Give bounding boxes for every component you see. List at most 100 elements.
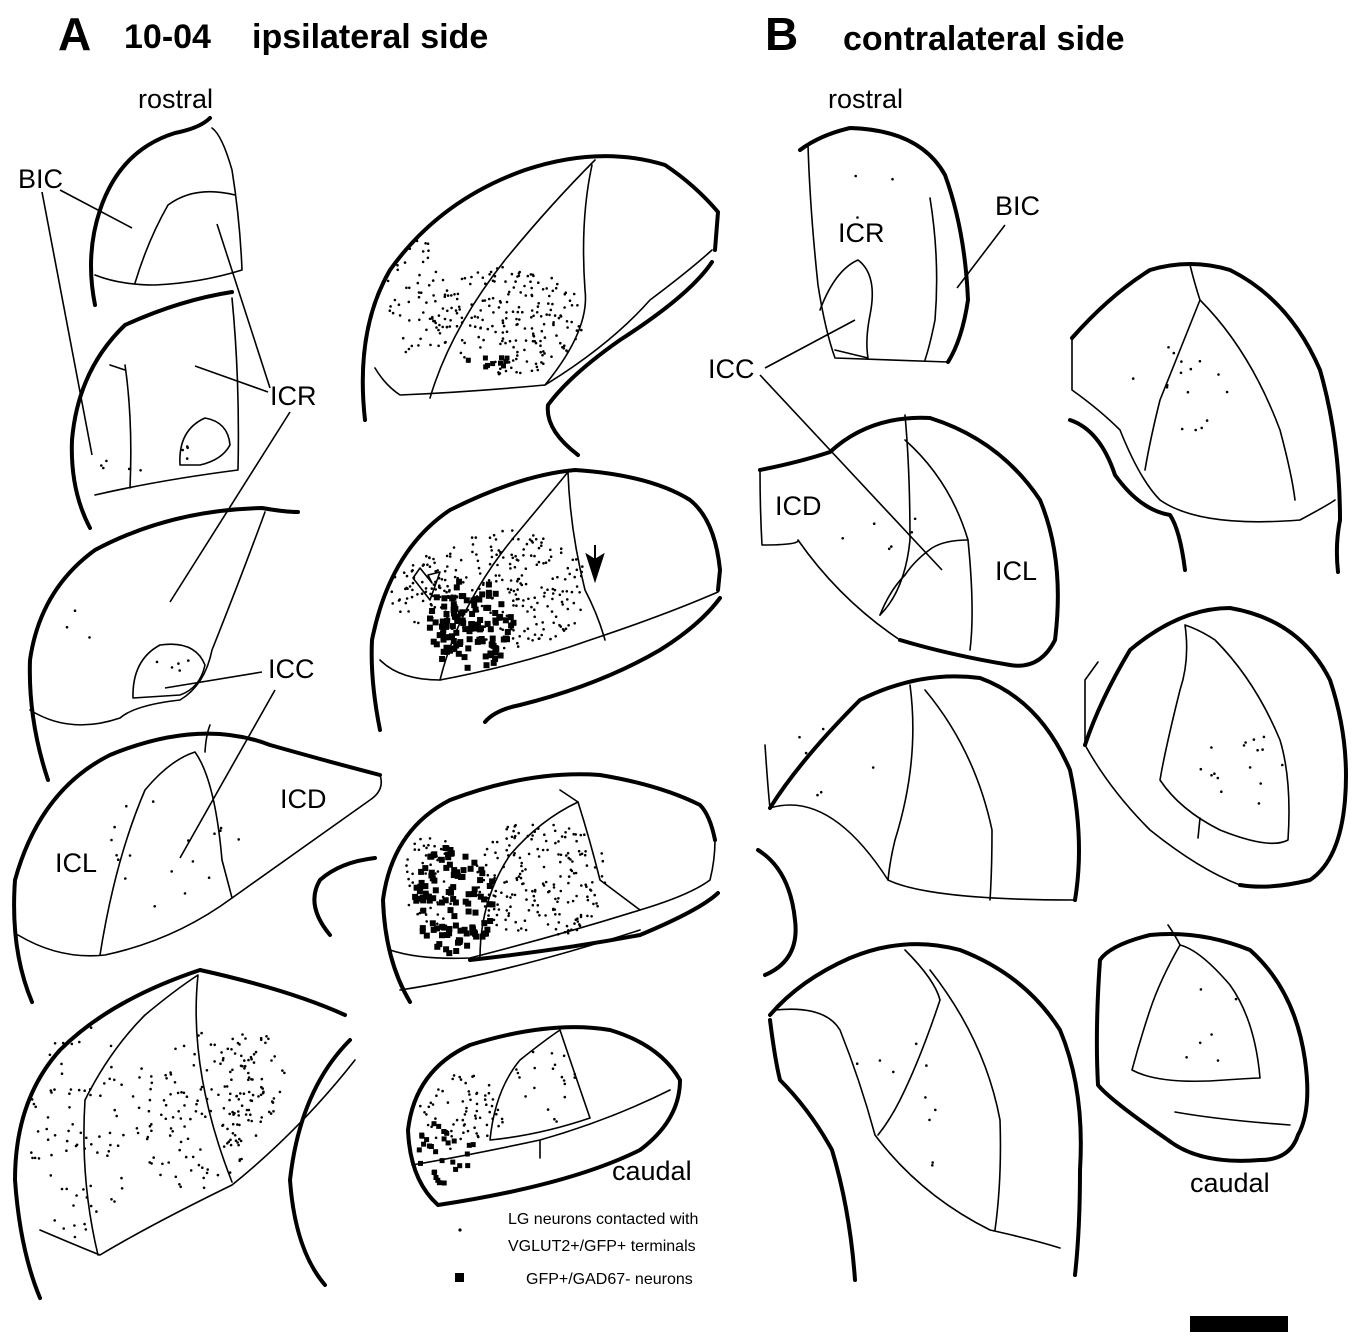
- lg-neuron-marker: [149, 1099, 152, 1102]
- lg-neuron-marker: [1210, 746, 1213, 749]
- lg-neuron-marker: [1261, 748, 1264, 751]
- panel-a-title: ipsilateral side: [252, 18, 488, 56]
- lg-neuron-marker: [195, 1110, 198, 1113]
- lg-neuron-marker: [435, 271, 438, 274]
- lg-neuron-marker: [450, 888, 453, 891]
- lg-neuron-marker: [560, 854, 563, 857]
- lg-neuron-marker: [453, 293, 456, 296]
- lg-neuron-marker: [33, 1103, 36, 1106]
- lg-neuron-marker: [484, 299, 487, 302]
- lg-neuron-marker: [456, 298, 459, 301]
- gfp-gad67-neuron-marker: [440, 1158, 445, 1163]
- lg-neuron-marker: [514, 894, 517, 897]
- lg-neuron-marker: [206, 1098, 209, 1101]
- lg-neuron-marker: [517, 538, 520, 541]
- gfp-gad67-neuron-marker: [433, 887, 439, 893]
- lg-neuron-marker: [564, 831, 567, 834]
- lg-neuron-marker: [537, 302, 540, 305]
- lg-neuron-marker: [440, 848, 443, 851]
- a-bic-label: BIC: [18, 164, 63, 194]
- lg-neuron-marker: [1185, 1056, 1188, 1059]
- lg-neuron-marker: [428, 1106, 431, 1109]
- lg-neuron-marker: [532, 904, 535, 907]
- lg-neuron-marker: [398, 303, 401, 306]
- lg-neuron-marker: [1190, 368, 1193, 371]
- lg-neuron-marker: [493, 534, 496, 537]
- lg-neuron-marker: [49, 1054, 52, 1057]
- lg-neuron-marker: [554, 842, 557, 845]
- lg-neuron-marker: [578, 325, 581, 328]
- lg-neuron-marker: [532, 340, 535, 343]
- gfp-gad67-neuron-marker: [420, 1134, 425, 1139]
- lg-neuron-marker: [570, 321, 573, 324]
- lg-neuron-marker: [502, 322, 505, 325]
- lg-neuron-marker: [246, 1109, 249, 1112]
- lg-neuron-marker: [547, 302, 550, 305]
- gfp-gad67-neuron-marker: [443, 946, 449, 952]
- lg-neuron-marker: [444, 570, 447, 573]
- lg-neuron-marker: [478, 637, 481, 640]
- lg-neuron-marker: [231, 1069, 234, 1072]
- lg-neuron-marker: [854, 175, 857, 178]
- lg-neuron-marker: [552, 1067, 555, 1070]
- lg-neuron-marker: [425, 913, 428, 916]
- lg-neuron-marker: [568, 827, 571, 830]
- lg-neuron-marker: [448, 589, 451, 592]
- lg-neuron-marker: [169, 1093, 172, 1096]
- b-bic-label: BIC: [995, 191, 1040, 221]
- lg-neuron-marker: [566, 598, 569, 601]
- gfp-gad67-neuron-marker: [427, 625, 433, 631]
- lg-neuron-marker: [240, 1055, 243, 1058]
- lg-neuron-marker: [531, 295, 534, 298]
- lg-neuron-marker: [265, 1035, 268, 1038]
- lg-neuron-marker: [541, 354, 544, 357]
- lg-neuron-marker: [805, 752, 808, 755]
- gfp-gad67-neuron-marker: [413, 898, 419, 904]
- lg-neuron-marker: [110, 1045, 113, 1048]
- lg-neuron-marker: [433, 562, 436, 565]
- lg-neuron-marker: [458, 306, 461, 309]
- lg-neuron-marker: [73, 1224, 76, 1227]
- lg-neuron-marker: [561, 590, 564, 593]
- lg-neuron-marker: [122, 1134, 125, 1137]
- lg-neuron-marker: [396, 264, 399, 267]
- lg-neuron-marker: [159, 1174, 162, 1177]
- lg-neuron-marker: [556, 283, 559, 286]
- lg-neuron-marker: [461, 622, 464, 625]
- lg-neuron-marker: [223, 1145, 226, 1148]
- lg-neuron-marker: [602, 860, 605, 863]
- lg-neuron-marker: [563, 344, 566, 347]
- gfp-gad67-neuron-marker: [492, 650, 498, 656]
- lg-neuron-marker: [68, 1092, 71, 1095]
- lg-neuron-marker: [264, 1042, 267, 1045]
- a-icd-label: ICD: [280, 784, 327, 814]
- lg-neuron-marker: [524, 868, 527, 871]
- lg-neuron-marker: [468, 1090, 471, 1093]
- lg-neuron-marker: [110, 1198, 113, 1201]
- gfp-gad67-neuron-marker: [432, 1170, 437, 1175]
- lg-neuron-marker: [463, 1124, 466, 1127]
- lg-neuron-marker: [193, 1053, 196, 1056]
- lg-neuron-marker: [546, 605, 549, 608]
- lg-neuron-marker: [447, 294, 450, 297]
- lg-neuron-marker: [75, 1145, 78, 1148]
- lg-neuron-marker: [573, 293, 576, 296]
- legend-dot-line1: LG neurons contacted with: [508, 1211, 698, 1228]
- lg-neuron-marker: [442, 896, 445, 899]
- a-icr-label: ICR: [270, 381, 317, 411]
- lg-neuron-marker: [575, 895, 578, 898]
- lg-neuron-marker: [522, 605, 525, 608]
- lg-neuron-marker: [437, 345, 440, 348]
- lg-neuron-marker: [1200, 768, 1203, 771]
- lg-neuron-marker: [491, 1105, 494, 1108]
- lg-neuron-marker: [542, 537, 545, 540]
- lg-neuron-marker: [478, 588, 481, 591]
- gfp-gad67-neuron-marker: [498, 653, 504, 659]
- lg-neuron-marker: [525, 583, 528, 586]
- lg-neuron-marker: [494, 331, 497, 334]
- lg-neuron-marker: [537, 369, 540, 372]
- gfp-gad67-neuron-marker: [443, 865, 449, 871]
- lg-neuron-marker: [418, 296, 421, 299]
- lg-neuron-marker: [554, 913, 557, 916]
- lg-neuron-marker: [150, 1075, 153, 1078]
